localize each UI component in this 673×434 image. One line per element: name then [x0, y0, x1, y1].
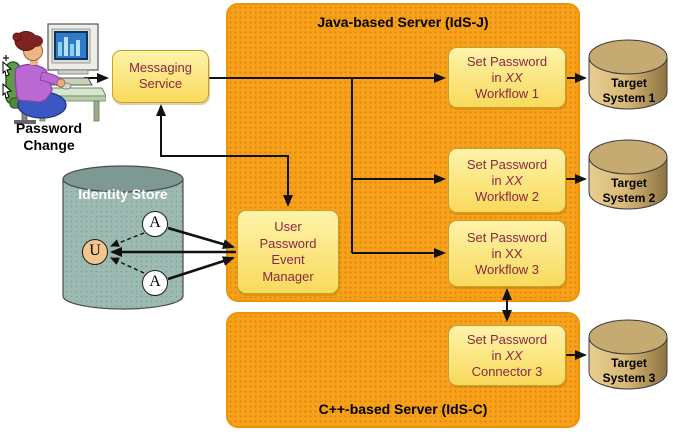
- dashed-arrow-a1-to-u: [110, 232, 145, 247]
- workflow3-box: Set Password in XX Workflow 3: [448, 220, 566, 287]
- monitor-icon: [47, 23, 99, 75]
- em-line2: Password: [259, 235, 317, 251]
- em-line1: User: [274, 219, 302, 234]
- em-line3: Event: [271, 252, 305, 267]
- identity-store-label: Identity Store: [78, 186, 168, 202]
- wf1-line1: Set Password: [466, 54, 548, 69]
- attribute-node-a-top: A: [142, 211, 168, 237]
- wf1-line3: Workflow 1: [474, 86, 540, 101]
- wf1-line2: in XX: [491, 70, 523, 85]
- c3-line3: Connector 3: [471, 364, 543, 379]
- wf3-line3: Workflow 3: [474, 262, 540, 277]
- user-node-u: U: [82, 239, 108, 265]
- arrow-a1-to-eventmanager: [167, 226, 235, 249]
- messaging-service-box: Messaging Service: [112, 50, 209, 103]
- dashed-arrow-a2-to-u: [110, 257, 145, 274]
- cpp-server-title: C++-based Server (IdS-C): [318, 401, 488, 417]
- workflow2-box: Set Password in XX Workflow 2: [448, 148, 566, 213]
- user-password-event-manager-box: User Password Event Manager: [237, 210, 339, 294]
- connector3-box: Set Password in XX Connector 3: [448, 325, 566, 386]
- cursor-icon: [2, 55, 13, 99]
- arrow-a2-to-eventmanager: [167, 256, 235, 281]
- attribute-node-a-bottom: A: [142, 270, 168, 296]
- c3-line1: Set Password: [466, 332, 548, 347]
- c3-line2: in XX: [491, 348, 523, 363]
- woman-icon: [12, 31, 72, 119]
- password-change-caption: Password Change: [15, 120, 83, 153]
- person-at-computer-icon: [2, 23, 106, 124]
- wf2-line3: Workflow 2: [474, 189, 540, 204]
- workflow1-box: Set Password in XX Workflow 1: [448, 47, 566, 108]
- wf3-line2: in XX: [491, 246, 523, 261]
- java-server-title: Java-based Server (IdS-J): [317, 14, 489, 30]
- wf3-line1: Set Password: [466, 230, 548, 245]
- wf2-line1: Set Password: [466, 157, 548, 172]
- wf2-line2: in XX: [491, 173, 523, 188]
- messaging-line2: Service: [138, 76, 183, 91]
- messaging-line1: Messaging: [129, 60, 192, 75]
- em-line4: Manager: [262, 268, 314, 284]
